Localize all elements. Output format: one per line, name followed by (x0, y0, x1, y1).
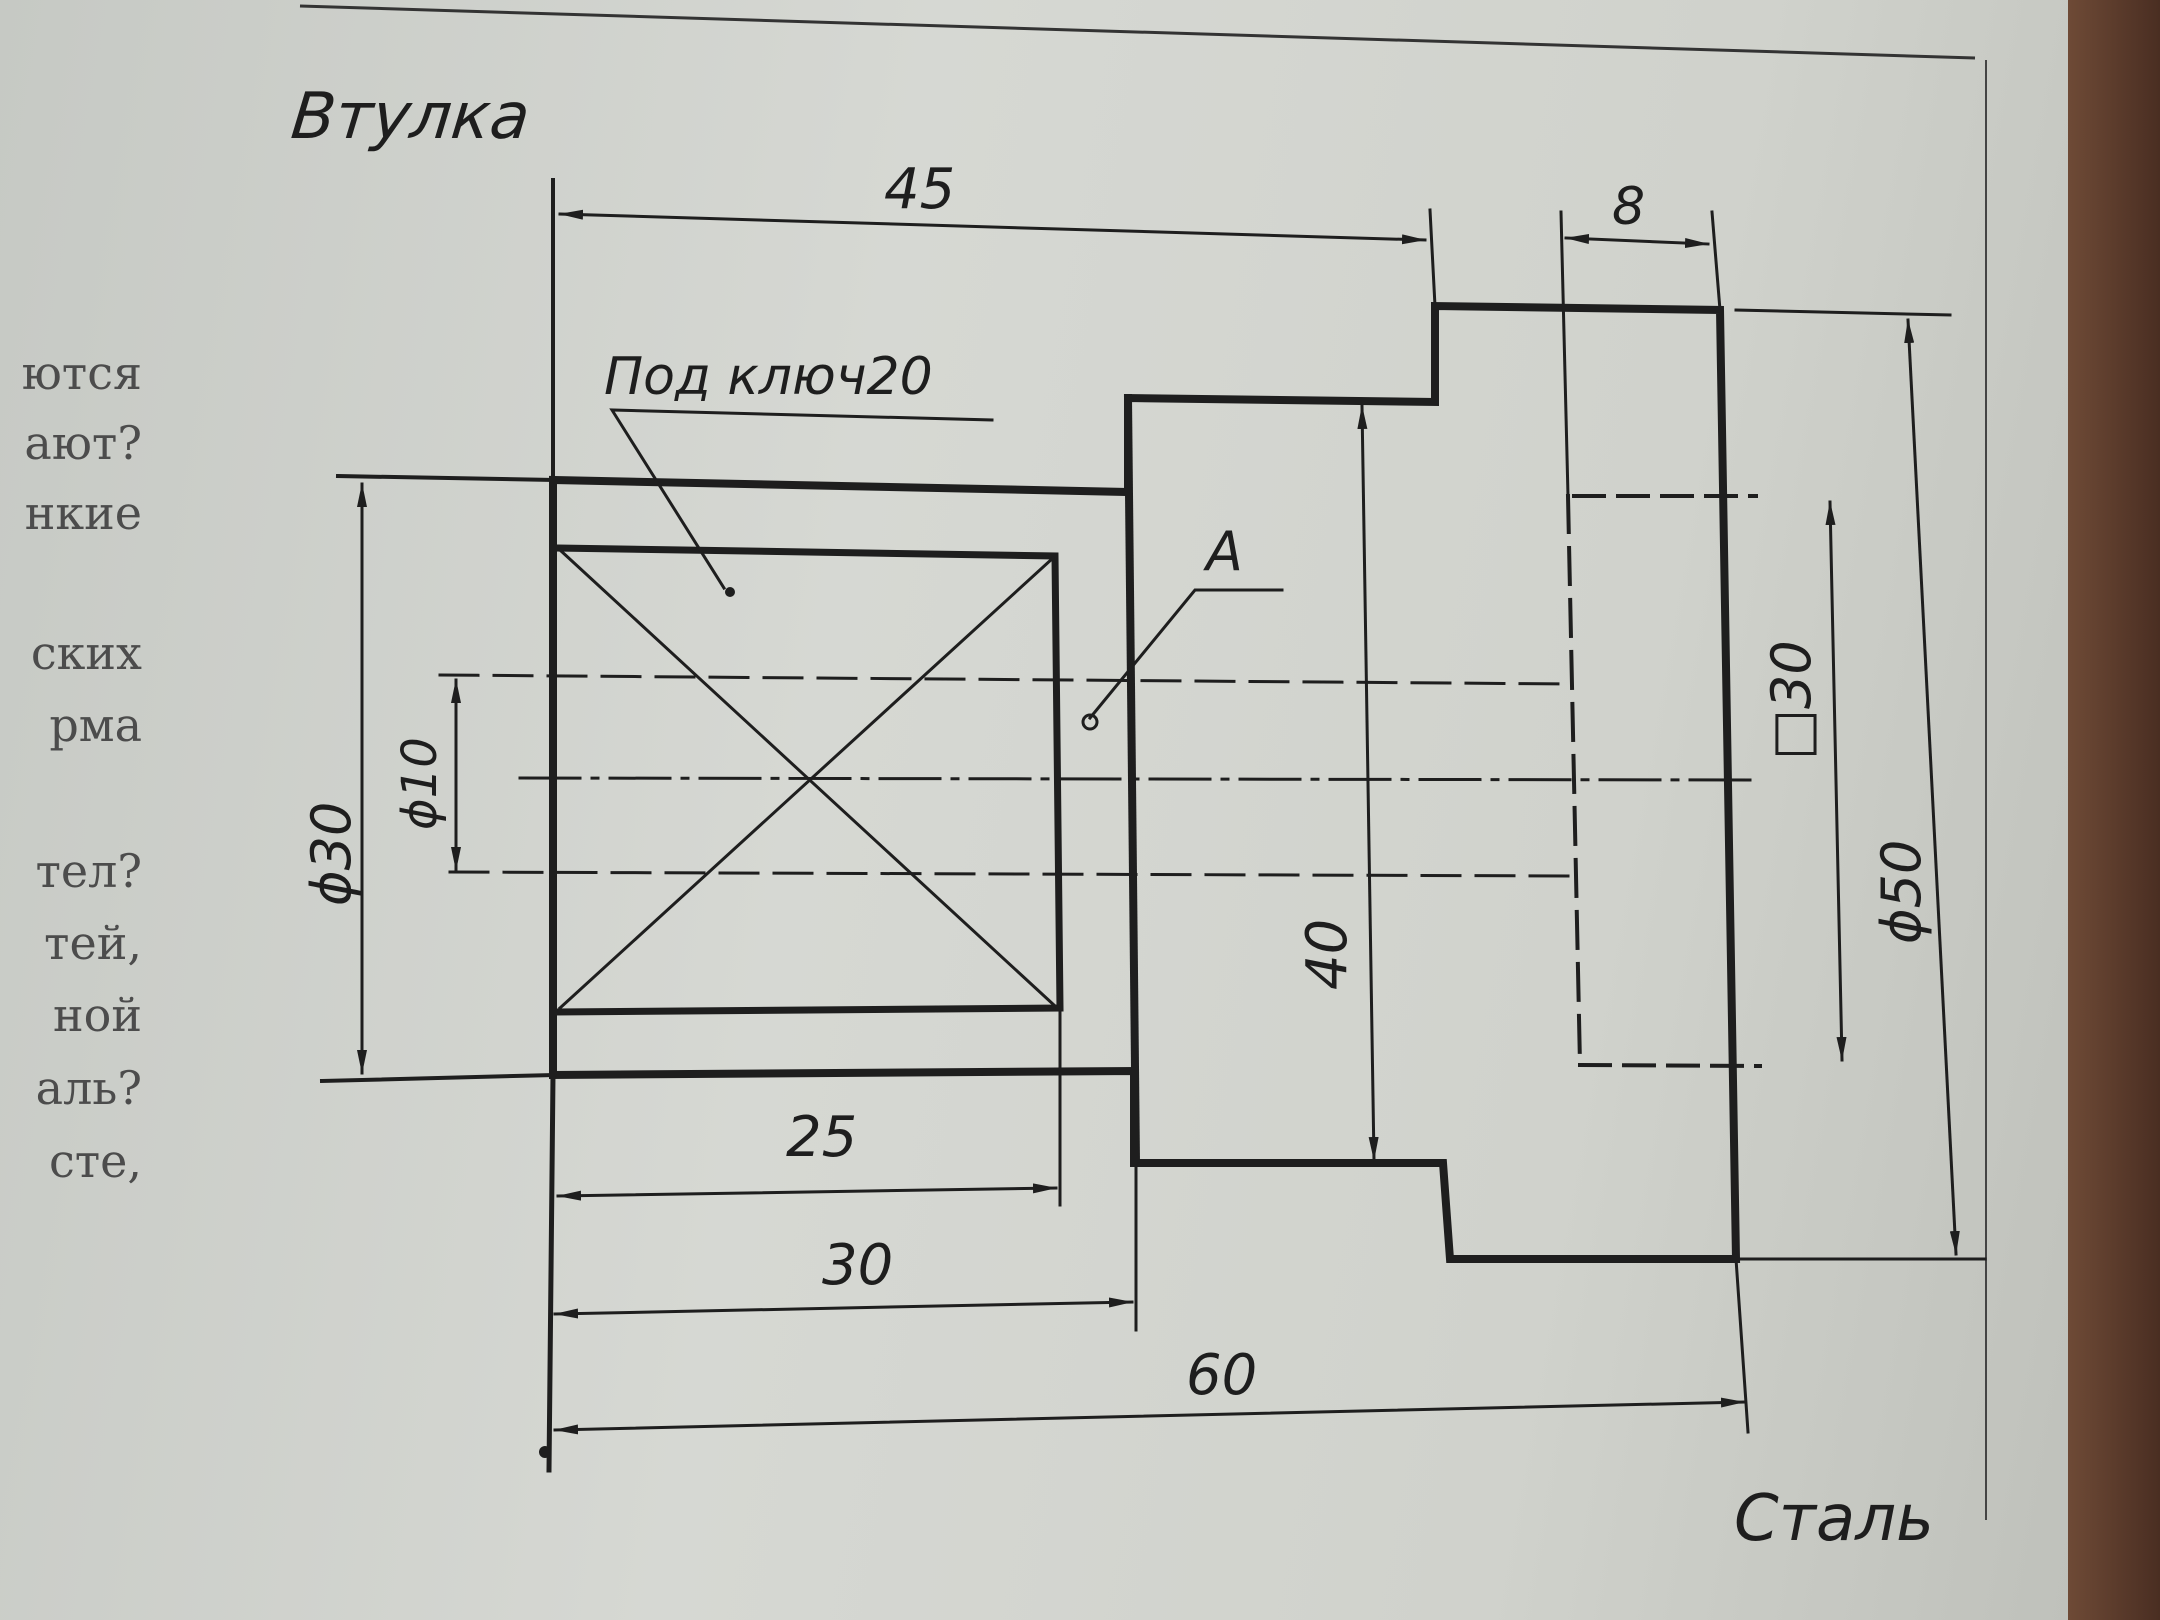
page-edge-text-line: тей, (44, 916, 142, 970)
leader-line-wrench (609, 408, 994, 591)
page-edge-text-line: сте, (48, 1134, 142, 1188)
corner-dot (539, 1446, 551, 1458)
page-edge-text-line: ной (52, 988, 142, 1042)
dimension-line-30 (553, 1297, 1134, 1319)
table-surface (2068, 0, 2160, 1620)
page-edge-text-line: нкие (24, 486, 142, 540)
dimension-label-45: 45 (884, 157, 955, 222)
dimension-line-8 (1564, 233, 1710, 249)
page-edge-text-line: ских (30, 626, 142, 680)
page-edge-text-line: аль? (35, 1061, 142, 1115)
point-a-label: А (1203, 520, 1243, 583)
drawing-title: Втулка (288, 79, 534, 154)
page-edge-text-line: рма (49, 698, 142, 752)
dimension-line-45 (558, 209, 1427, 245)
page-edge-text-line: ают? (24, 416, 142, 470)
dimension-line-sq30 (1825, 500, 1847, 1062)
dimension-label-phi50: ϕ50 (1870, 840, 1933, 944)
page-edge-text-line: ются (21, 346, 142, 400)
dimension-label-40: 40 (1295, 919, 1360, 990)
extension-line (546, 1072, 556, 1473)
page-edge-text-line: тел? (35, 844, 142, 898)
extension-line (1734, 1257, 1750, 1434)
wrench-note: Под ключ20 (604, 347, 933, 407)
dimension-label-sq30: □30 (1760, 640, 1823, 760)
page-frame-line (299, 4, 1976, 60)
hidden-hole-line (438, 673, 1572, 686)
flat-cross-line (557, 555, 1056, 1011)
dimension-label-phi10: ϕ10 (392, 737, 448, 830)
dimension-label-25: 25 (786, 1105, 857, 1170)
extension-line (1559, 210, 1570, 498)
extension-line (1710, 210, 1722, 312)
hidden-square-line (1565, 493, 1583, 1068)
point-a-marker (1081, 713, 1099, 731)
leader-line-point-a (1087, 588, 1284, 721)
dimension-label-8: 8 (1612, 177, 1645, 237)
dimension-line-60 (553, 1397, 1746, 1435)
material-label: Сталь (1734, 1482, 1934, 1556)
hidden-square-line (1577, 1062, 1763, 1069)
extension-line (1428, 208, 1437, 308)
extension-line (319, 1072, 556, 1084)
part-outline (549, 301, 1741, 1263)
wrench-flat-rect (554, 544, 1064, 1016)
extension-line (335, 473, 556, 483)
dimension-line-phi50 (1904, 318, 1960, 1256)
extension-line (1734, 308, 1952, 317)
dimension-line-40 (1357, 404, 1379, 1162)
dimension-label-60: 60 (1186, 1343, 1257, 1408)
shoulder-edge (1123, 393, 1141, 1168)
leader-dot (725, 587, 735, 597)
dimension-label-30: 30 (822, 1233, 893, 1298)
dimension-label-phi30: ϕ30 (300, 802, 363, 906)
dimension-line-25 (556, 1183, 1058, 1201)
centre-axis (518, 776, 1752, 782)
hidden-hole-line (448, 870, 1576, 878)
paper-sheet (0, 0, 2068, 1620)
